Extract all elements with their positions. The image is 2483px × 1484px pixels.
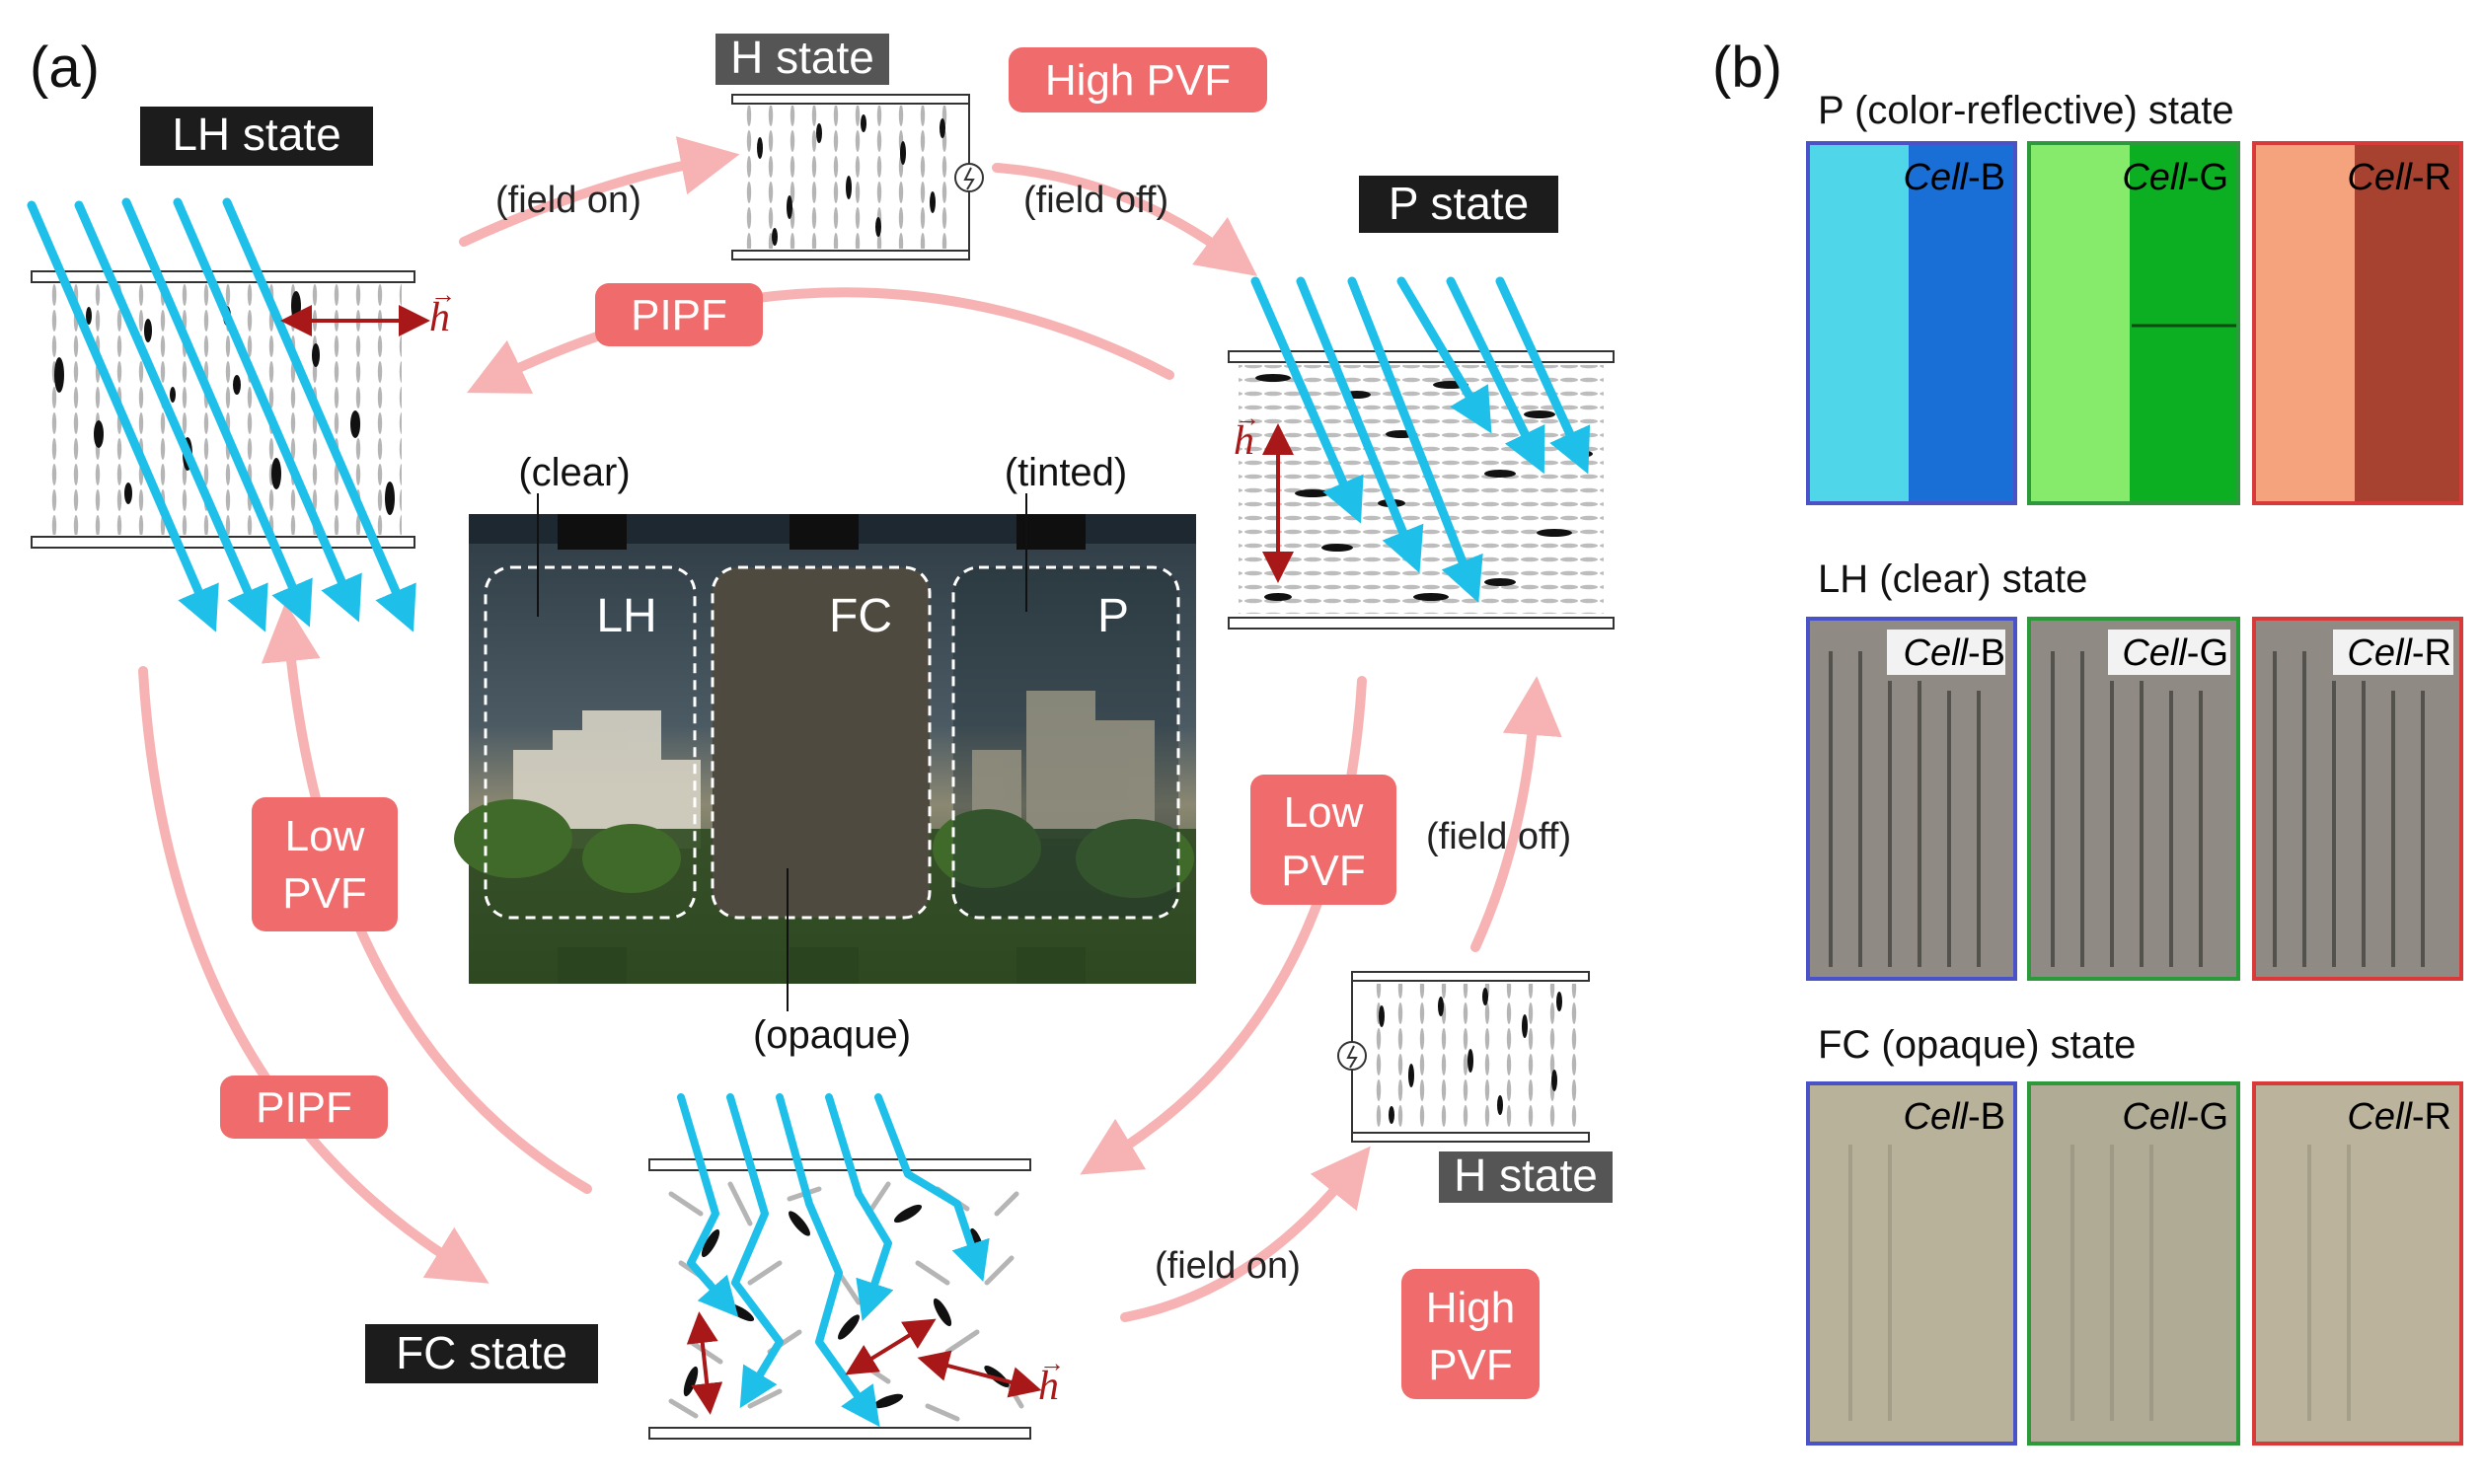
pipf-left-badge [220,1076,388,1139]
p-state: P state [1228,176,1615,630]
p-row-cells [1806,141,2463,505]
arrow-p-to-fc [1080,676,1367,1175]
h-top-cell-diagram [731,94,984,260]
lh-cell-g-label: Cell-G [2122,632,2228,674]
fc-region-outline [711,565,932,920]
lh-row-cells [1806,617,2463,981]
central-photo: LH FC P (clear) (tinted) (opaque) [454,451,1196,1057]
field-on-bottom-label: (field on) [1155,1245,1301,1287]
low-pvf-left-line1: Low [285,812,365,860]
arrow-h-top-to-p [992,163,1258,276]
p-cell-g-label: Cell-G [2122,157,2228,198]
low-pvf-right-line2: PVF [1281,847,1366,895]
svg-text:→: → [1039,1349,1065,1377]
arrow-h-bottom-to-p [1470,676,1562,952]
p-h-symbol: h [1234,418,1254,464]
svg-text:→: → [430,280,456,309]
power-source-bottom-icon [1337,1041,1367,1071]
p-region-tint [953,567,1178,918]
field-off-right-label: (field off) [1426,816,1571,857]
fc-state: FC state [365,1093,1065,1440]
fc-h-symbol: h [1038,1364,1059,1409]
cell-labels: Cell-B Cell-G Cell-R Cell-B Cell-G Cell-… [1904,157,2451,1138]
photo-label-fc: FC [829,590,892,642]
h-top-label: H state [730,32,874,83]
photo-label-p: P [1097,590,1129,642]
pipf-top-badge [595,283,763,346]
h-top-label-bg [715,34,889,85]
arrow-p-to-lh [467,287,1174,394]
panel-b: (b) P (color-reflective) state LH (clear… [1712,36,2463,1446]
fc-region [713,567,930,918]
p-row-title: P (color-reflective) state [1818,89,2234,132]
lh-cell-diagram: h → [27,197,456,632]
low-pvf-right-badge [1250,775,1396,905]
p-state-label: P state [1389,178,1529,229]
p-state-label-bg [1359,176,1558,233]
p-cell-r-label: Cell-R [2347,157,2451,198]
p-cell-b-label: Cell-B [1904,157,2005,198]
high-pvf-bottom-line2: PVF [1428,1341,1513,1389]
lh-state: LH state [27,107,456,632]
h-bottom-label-bg [1439,1151,1613,1203]
svg-text:→: → [1235,404,1260,432]
arrow-lh-to-fc [138,666,489,1284]
lh-cell-b-label: Cell-B [1904,632,2005,674]
high-pvf-bottom-badge [1401,1269,1540,1399]
fc-h-vector [917,1350,1042,1398]
arrow-fc-to-h-bottom [1120,1146,1371,1322]
fc-cell-g [2027,1081,2240,1446]
photo-label-lh: LH [596,590,656,642]
clear-label: (clear) [518,451,630,494]
high-pvf-top-badge [1009,47,1267,112]
fc-state-label: FC state [396,1327,567,1378]
cycle-arrows [138,136,1562,1322]
lh-cell-g [2027,617,2240,981]
fc-row-cells [1806,1081,2463,1446]
fc-cell-diagram: h → [648,1093,1065,1440]
pipf-top-label: PIPF [631,291,727,339]
h-state-top: H state [715,32,984,260]
lh-cell-r-label: Cell-R [2347,632,2451,674]
opaque-label: (opaque) [753,1013,911,1057]
fc-row-title: FC (opaque) state [1818,1023,2136,1067]
fc-state-label-bg [365,1324,598,1383]
fc-scattered-rays [677,1093,990,1428]
lh-state-label: LH state [172,109,340,160]
fc-cell-b [1806,1081,2017,1446]
h-bottom-label: H state [1454,1150,1598,1201]
p-cell-diagram: h → [1228,276,1615,630]
p-light-rays [1250,276,1591,603]
panel-a: (a) LH state [27,32,1615,1440]
fc-cell-r [2252,1081,2463,1446]
lh-state-label-bg [140,107,373,166]
low-pvf-left-badge [252,797,398,931]
field-on-top-label: (field on) [495,180,641,221]
lh-h-symbol: h [429,295,450,340]
low-pvf-right-line1: Low [1284,788,1364,837]
fc-cell-r-label: Cell-R [2347,1096,2451,1138]
low-pvf-left-line2: PVF [282,869,367,918]
lh-row-title: LH (clear) state [1818,557,2087,601]
pipf-left-label: PIPF [256,1083,352,1132]
field-off-top-label: (field off) [1023,180,1168,221]
tinted-label: (tinted) [1005,451,1128,494]
lh-light-rays [27,197,416,632]
fc-cell-b-label: Cell-B [1904,1096,2005,1138]
high-pvf-top-label: High PVF [1045,56,1231,105]
panel-a-letter: (a) [30,36,100,100]
arrow-fc-to-lh [261,602,592,1194]
fc-cell-g-label: Cell-G [2122,1096,2228,1138]
h-state-bottom: H state [1337,971,1613,1203]
power-source-icon [954,163,984,192]
arrow-lh-to-h-top [459,136,740,247]
h-bottom-cell-diagram [1337,971,1590,1143]
lh-cell-r [2252,617,2463,981]
high-pvf-bottom-line1: High [1426,1284,1516,1332]
panel-b-letter: (b) [1712,36,1782,100]
p-region-outline [951,565,1180,920]
